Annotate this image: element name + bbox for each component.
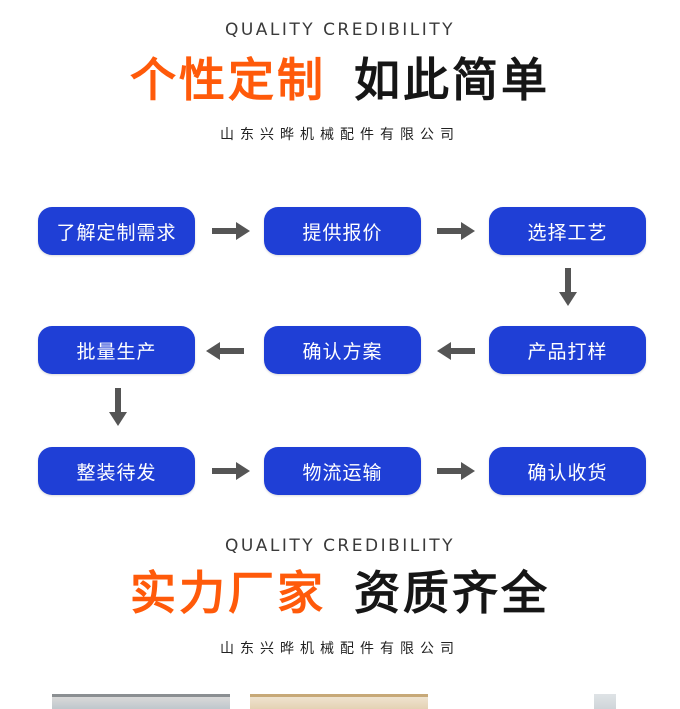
arrow-down-icon bbox=[109, 388, 127, 426]
section2-headline: 实力厂家 资质齐全 bbox=[0, 565, 680, 621]
section2-headline-dark: 资质齐全 bbox=[354, 566, 550, 620]
step-understand-requirements: 了解定制需求 bbox=[38, 207, 195, 255]
section1-tagline: QUALITY CREDIBILITY bbox=[224, 20, 456, 40]
arrow-right-icon bbox=[212, 222, 250, 240]
certificate-photo bbox=[250, 694, 428, 709]
arrow-right-icon bbox=[437, 222, 475, 240]
certificate-photo bbox=[594, 694, 616, 709]
step-confirm-plan: 确认方案 bbox=[264, 326, 421, 374]
certificate-photo bbox=[52, 694, 230, 709]
step-provide-quote: 提供报价 bbox=[264, 207, 421, 255]
section2-tagline: QUALITY CREDIBILITY bbox=[224, 536, 456, 556]
certificate-photos-strip bbox=[0, 694, 680, 709]
section2-headline-accent: 实力厂家 bbox=[130, 566, 326, 620]
arrow-left-icon bbox=[437, 342, 475, 360]
step-confirm-receipt: 确认收货 bbox=[489, 447, 646, 495]
step-sample-making: 产品打样 bbox=[489, 326, 646, 374]
step-ready-to-ship: 整装待发 bbox=[38, 447, 195, 495]
arrow-left-icon bbox=[206, 342, 244, 360]
section1-headline-accent: 个性定制 bbox=[130, 53, 326, 107]
arrow-right-icon bbox=[212, 462, 250, 480]
section2-company-name: 山东兴晔机械配件有限公司 bbox=[220, 641, 460, 657]
section1-headline-dark: 如此简单 bbox=[354, 53, 550, 107]
section1-company-name: 山东兴晔机械配件有限公司 bbox=[220, 127, 460, 143]
step-mass-production: 批量生产 bbox=[38, 326, 195, 374]
arrow-down-icon bbox=[559, 268, 577, 306]
section1-headline: 个性定制 如此简单 bbox=[0, 52, 680, 108]
step-choose-process: 选择工艺 bbox=[489, 207, 646, 255]
step-logistics: 物流运输 bbox=[264, 447, 421, 495]
arrow-right-icon bbox=[437, 462, 475, 480]
